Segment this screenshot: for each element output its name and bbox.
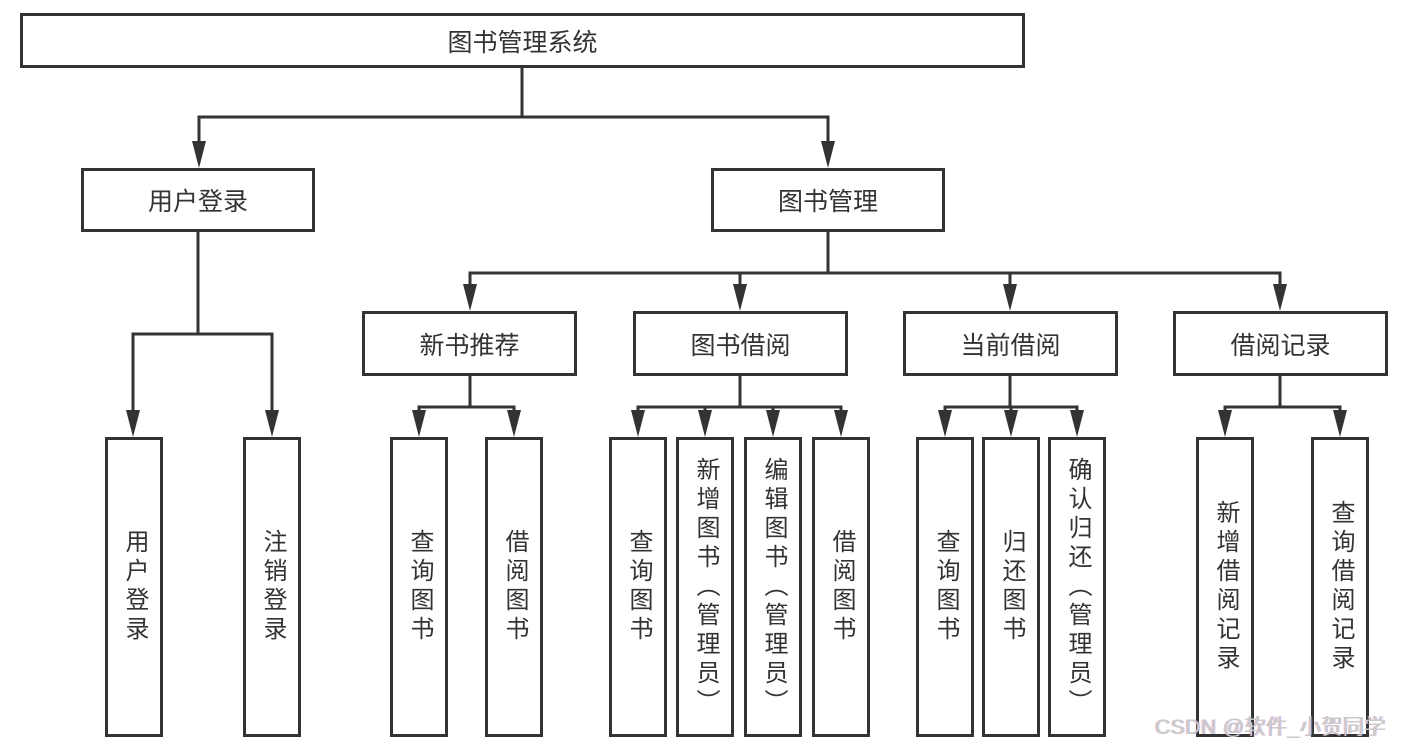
- node-label: 确认归还（管理员）: [1064, 456, 1091, 718]
- node-label: 图书管理系统: [447, 28, 598, 57]
- node-label: 用户登录: [121, 529, 148, 645]
- leaf-logout: 注销登录: [243, 437, 301, 737]
- node-label: 图书借阅: [690, 331, 791, 360]
- node-label: 图书管理: [777, 188, 878, 216]
- leaf-add-books-admin: 新增图书（管理员）: [676, 437, 734, 737]
- node-label: 借阅记录: [1230, 331, 1331, 360]
- leaf-query-borrow-record: 查询借阅记录: [1311, 437, 1369, 737]
- node-library-management-system: 图书管理系统: [20, 13, 1025, 68]
- leaf-borrow-books-1: 借阅图书: [485, 437, 543, 737]
- node-user-login: 用户登录: [81, 168, 315, 232]
- node-book-management: 图书管理: [711, 168, 945, 232]
- node-current-borrowing: 当前借阅: [903, 311, 1118, 376]
- node-label: 用户登录: [147, 188, 248, 216]
- node-label: 借阅图书: [501, 529, 528, 645]
- node-label: 注销登录: [259, 529, 286, 645]
- leaf-return-books: 归还图书: [982, 437, 1040, 737]
- node-label: 查询图书: [406, 529, 433, 645]
- node-label: 编辑图书（管理员）: [760, 456, 787, 718]
- node-label: 新书推荐: [419, 331, 520, 360]
- node-label: 借阅图书: [828, 529, 855, 645]
- leaf-query-books-3: 查询图书: [916, 437, 974, 737]
- node-borrowing-records: 借阅记录: [1173, 311, 1388, 376]
- leaf-user-login: 用户登录: [105, 437, 163, 737]
- node-label: 新增图书（管理员）: [692, 456, 719, 718]
- node-new-book-recommendation: 新书推荐: [362, 311, 577, 376]
- node-label: 当前借阅: [960, 331, 1061, 360]
- node-book-borrowing: 图书借阅: [633, 311, 848, 376]
- node-label: 查询借阅记录: [1327, 500, 1354, 674]
- leaf-edit-books-admin: 编辑图书（管理员）: [744, 437, 802, 737]
- csdn-watermark: CSDN @软件_小贺同学: [1155, 716, 1386, 739]
- leaf-query-books-1: 查询图书: [390, 437, 448, 737]
- node-label: 查询图书: [932, 529, 959, 645]
- node-label: 归还图书: [998, 529, 1025, 645]
- leaf-add-borrow-record: 新增借阅记录: [1196, 437, 1254, 737]
- node-label: 新增借阅记录: [1212, 500, 1239, 674]
- leaf-confirm-return-admin: 确认归还（管理员）: [1048, 437, 1106, 737]
- leaf-query-books-2: 查询图书: [609, 437, 667, 737]
- node-label: 查询图书: [625, 529, 652, 645]
- leaf-borrow-books-2: 借阅图书: [812, 437, 870, 737]
